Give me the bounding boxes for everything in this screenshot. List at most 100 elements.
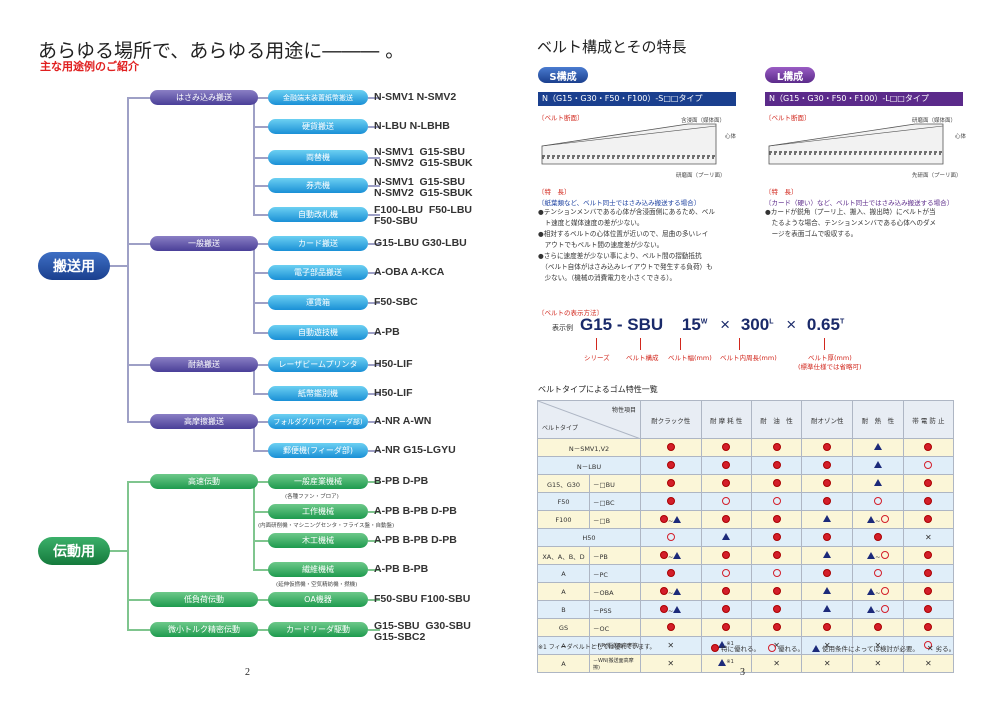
s-feature-sub: 〔紙葉類など、ベルト同士ではさみ込み搬送する場合〕 [538,199,701,207]
conditional-mark-icon [673,587,682,595]
category-pill: はさみ込み搬送 [150,90,258,105]
l-callout: 研磨面（媒体面） [912,118,957,124]
excellent-mark-icon [924,478,933,487]
good-mark-icon [772,496,781,505]
category-pill: 耐熱搬送 [150,357,258,372]
conditional-mark-icon [812,644,820,652]
application-pill: 電子部品搬送 [268,265,368,280]
poor-mark-icon: ✕ [925,533,932,542]
group-transmission: 伝動用 [38,537,110,565]
excellent-mark-icon [660,550,669,559]
property-cell [700,510,752,529]
s-callout: 心体 [725,134,737,140]
range-sign: ~ [875,552,881,561]
good-mark-icon [880,550,889,559]
range-sign: ~ [668,552,674,561]
poor-mark-icon: ✕ [925,659,932,668]
star-note: ※1 [726,659,734,665]
table-row: G15、G30－□BU [537,474,955,493]
application-pill: 繊維機械 [268,562,368,577]
property-cell [700,492,752,511]
conditional-mark-icon [823,515,832,522]
property-cell [902,456,955,475]
display-series: G15 - SBU [580,315,664,334]
category-pill: 高速伝動 [150,474,258,489]
property-cell [640,618,702,637]
property-cell [700,618,752,637]
l-belt-cross-section [768,123,944,165]
excellent-mark-icon [823,496,832,505]
display-note: (標準仕様では省略可) [798,363,862,371]
page-number: 2 [245,667,250,678]
l-feature-line: ●カードが鋭角（プーリ上、搬入、搬出時）にベルトが当 [765,208,936,216]
display-length-sup: L [769,318,774,326]
conditional-mark-icon [722,533,731,540]
application-pill: 木工機械 [268,533,368,548]
excellent-mark-icon [823,622,832,631]
property-cell [852,456,904,475]
display-code: G15 - SBU 15W × 300L × 0.65T [580,315,844,335]
good-mark-icon [880,514,889,523]
excellent-mark-icon [772,604,781,613]
group-label: 伝動用 [53,544,95,560]
category-pill: 一般搬送 [150,236,258,251]
property-cell [640,438,702,457]
category-pill: 低負荷伝動 [150,592,258,607]
property-cell [801,564,854,583]
legend-text: 使用条件によっては検討が必要。 [822,645,919,653]
property-cell: ✕ [750,654,803,673]
excellent-mark-icon [772,460,781,469]
conditional-mark-icon [867,605,876,613]
good-mark-icon [924,640,933,649]
s-feature-line: アウトでもベルト間の速度差が少ない。 [538,241,664,249]
property-cell: ~ [640,600,702,619]
legend-text: 特に優れる。 [721,645,760,653]
property-cell [902,492,955,511]
property-cell [700,564,752,583]
l-feature-sub: 〔カード（硬い）など、ベルト同士ではさみ込み搬送する場合〕 [765,199,954,207]
property-cell [750,492,803,511]
belt-type-cell: A [537,654,590,673]
property-cell [640,456,702,475]
s-section-label: 〔ベルト断面〕 [538,114,584,122]
column-header: 耐オゾン性 [801,400,854,439]
property-cell [750,528,803,547]
conditional-mark-icon [867,551,876,559]
excellent-mark-icon [772,622,781,631]
good-mark-icon [666,532,675,541]
excellent-mark-icon [772,586,781,595]
belt-suffix-cell: －OC [589,618,641,637]
poor-mark-icon: ✕ [667,641,675,650]
l-badge: L構成 [765,67,815,83]
poor-mark-icon: ✕ [823,659,831,668]
conditional-mark-icon [823,551,832,558]
application-pill: 自動改札機 [268,207,368,222]
s-feature-line: ●相対するベルトの心体位置が近いので、屈曲の多いレイ [538,230,709,238]
property-cell [902,438,955,457]
application-note: (各種ファン・ブロア) [285,494,339,500]
conditional-mark-icon [873,479,882,486]
display-width-sup: W [700,318,708,326]
poor-mark-icon: ✕ [874,641,882,650]
good-mark-icon [873,568,882,577]
belt-type-cell: A [537,564,590,583]
property-cell [750,438,803,457]
property-cell [801,582,854,601]
property-cell [700,438,752,457]
page-number: 3 [740,667,745,678]
table-row: N－SMV1,V2 [537,438,955,457]
star-note: ※1 [726,641,734,647]
excellent-mark-icon [722,514,731,523]
excellent-mark-icon [722,460,731,469]
display-example-label: 表示例 [552,324,573,332]
belt-code: H50-LIF [374,358,413,370]
range-sign: ~ [875,588,881,597]
excellent-mark-icon [666,478,675,487]
belt-suffix-cell: －PB [589,546,641,565]
belt-code: A-PB B-PB D-PB [374,534,457,546]
excellent-mark-icon [924,550,933,559]
excellent-mark-icon [873,532,882,541]
s-feature-head: 〔特 長〕 [538,188,571,196]
l-section-label: 〔ベルト断面〕 [765,114,811,122]
table-row: A－OBA~~ [537,582,955,601]
